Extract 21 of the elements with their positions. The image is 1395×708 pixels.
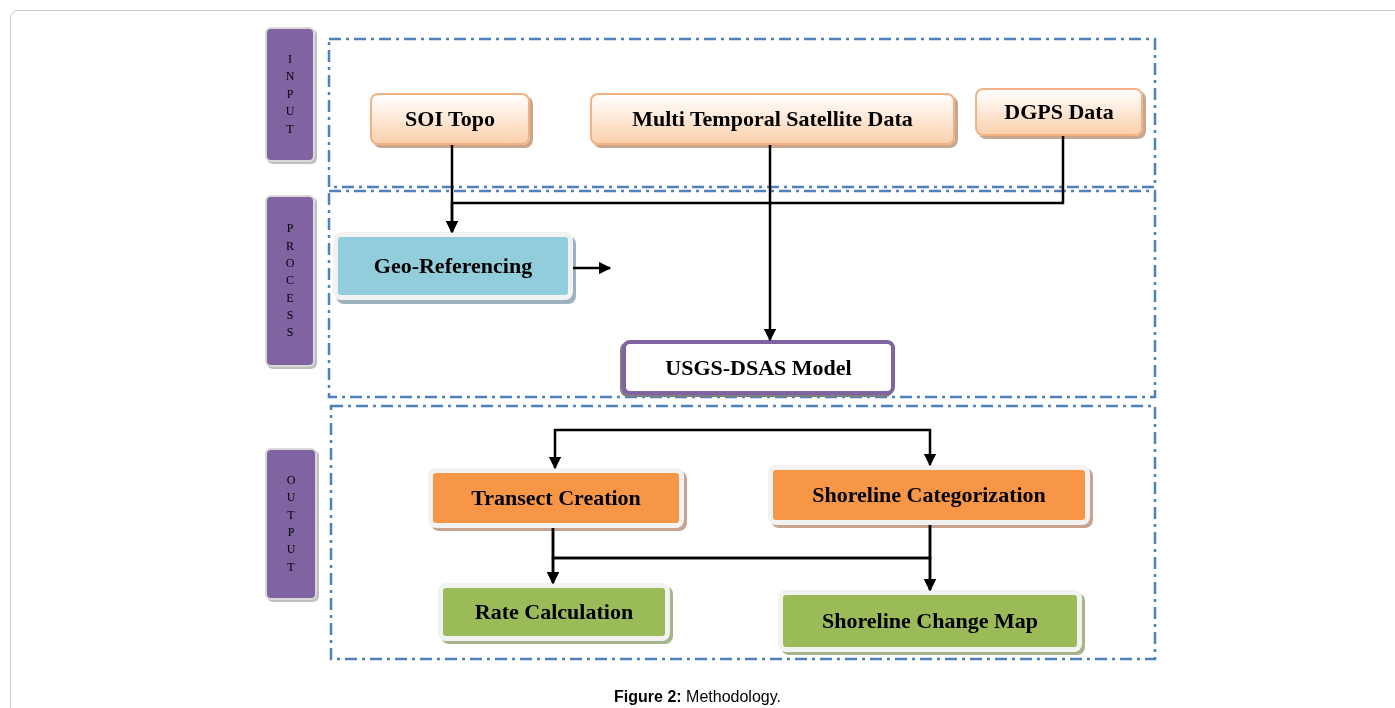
connector-arrow [548,428,755,470]
input-box: DGPS Data [975,88,1143,136]
result-box: Shoreline Change Map [778,590,1082,652]
model-box: USGS-DSAS Model [622,340,895,395]
figure-caption: Figure 2: Methodology. [613,687,782,707]
connector-arrow [923,525,937,592]
stage-tab: INPUT [265,27,315,162]
output-box: Transect Creation [428,468,684,528]
stage-tab: PROCESS [265,195,315,367]
stage-tab: OUTPUT [265,448,317,600]
connector-arrow [573,261,612,275]
stage-panel [330,405,1156,660]
stage-panel [328,190,1156,398]
connector-arrow [445,136,1065,234]
connector-arrow [755,428,937,467]
result-box: Rate Calculation [438,583,670,641]
connector-arrow [763,145,777,342]
output-box: Shoreline Categorization [768,465,1090,525]
input-box: SOI Topo [370,93,530,145]
input-box: Multi Temporal Satellite Data [590,93,955,145]
stage-panel [328,38,1156,188]
